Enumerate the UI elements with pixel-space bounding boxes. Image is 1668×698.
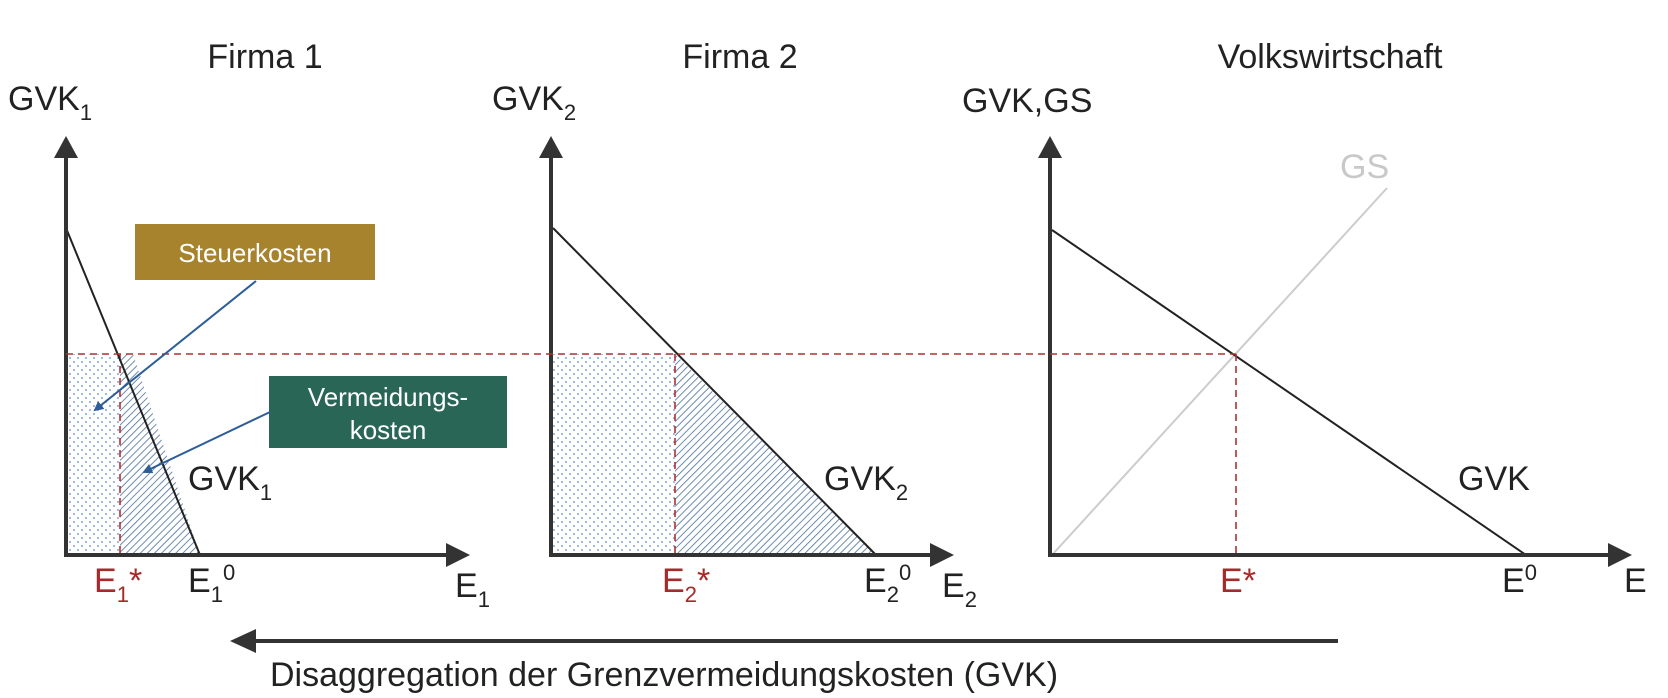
tax-cost-area-2 bbox=[551, 354, 675, 555]
disaggregation-arrow: Disaggregation der Grenzvermeidungskoste… bbox=[230, 629, 1338, 694]
tax-cost-box bbox=[135, 224, 375, 280]
y-axis-1-arrowhead bbox=[54, 136, 78, 158]
abatement-cost-box-line-2: kosten bbox=[350, 415, 427, 445]
tax-cost-area-1 bbox=[66, 354, 120, 555]
panel-firma-1: Firma 1 GVK1 GVK1 E1* E10 E1 bbox=[8, 38, 490, 612]
panel-firma-2: Firma 2 GVK2 GVK2 E2* E20 E2 bbox=[492, 38, 977, 612]
curve-label-gvk1: GVK1 bbox=[188, 460, 272, 505]
y-axis-2-arrowhead bbox=[539, 136, 563, 158]
legend-tax-cost: Steuerkosten bbox=[93, 224, 375, 412]
legend-abatement-cost: Vermeidungs- kosten bbox=[142, 376, 507, 474]
y-axis-label-2: GVK2 bbox=[492, 80, 576, 125]
gs-line bbox=[1051, 187, 1388, 556]
gs-label: GS bbox=[1340, 148, 1389, 186]
x-axis-label-3: E bbox=[1624, 562, 1647, 600]
abatement-cost-pointer-arrow bbox=[142, 411, 271, 474]
disaggregation-label: Disaggregation der Grenzvermeidungskoste… bbox=[270, 656, 1058, 694]
curve-label-gvk2: GVK2 bbox=[824, 460, 908, 505]
x-axis-1-arrowhead bbox=[446, 543, 470, 567]
x-axis-label-1: E1 bbox=[455, 567, 490, 612]
y-axis-3-arrowhead bbox=[1038, 136, 1062, 158]
curve-label-gvk: GVK bbox=[1458, 460, 1530, 498]
e2-star-label: E2* bbox=[662, 562, 710, 607]
y-axis-label-1: GVK1 bbox=[8, 80, 92, 125]
tax-cost-box-label: Steuerkosten bbox=[178, 238, 331, 268]
e1-star-label: E1* bbox=[94, 562, 142, 607]
e2-zero-label: E20 bbox=[864, 560, 911, 607]
panel-title-2: Firma 2 bbox=[682, 38, 797, 76]
e1-zero-label: E10 bbox=[188, 560, 235, 607]
panel-title-3: Volkswirtschaft bbox=[1218, 38, 1443, 76]
y-axis-label-3: GVK,GS bbox=[962, 82, 1092, 120]
panel-volkswirtschaft: Volkswirtschaft GVK,GS GS GVK E* E0 E bbox=[962, 38, 1647, 600]
gvk2-curve bbox=[552, 227, 877, 556]
gvk-aggregate-curve bbox=[1051, 229, 1527, 556]
disaggregation-arrow-head bbox=[230, 629, 256, 653]
tax-cost-pointer-arrow bbox=[93, 280, 257, 412]
x-axis-label-2: E2 bbox=[942, 567, 977, 612]
abatement-cost-box-line-1: Vermeidungs- bbox=[308, 382, 468, 412]
abatement-cost-box bbox=[269, 376, 507, 448]
x-axis-2-arrowhead bbox=[930, 543, 954, 567]
x-axis-3-arrowhead bbox=[1608, 543, 1632, 567]
e-star-label: E* bbox=[1220, 562, 1256, 600]
gvk1-curve bbox=[65, 227, 201, 556]
e-zero-label: E0 bbox=[1502, 560, 1537, 600]
panel-title-1: Firma 1 bbox=[207, 38, 322, 76]
